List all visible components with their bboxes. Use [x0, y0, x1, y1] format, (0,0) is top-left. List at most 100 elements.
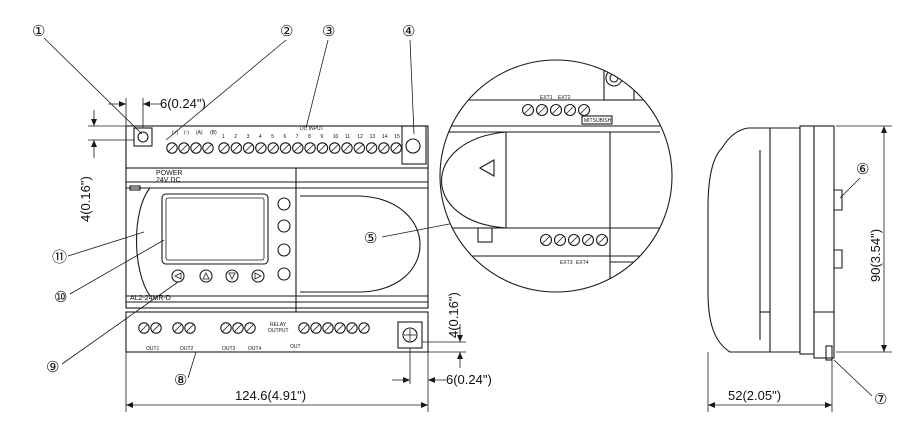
input-number-label: 5 [271, 134, 274, 140]
detail-screw [521, 103, 535, 117]
output-screw [220, 322, 232, 334]
relay-label: RELAY [270, 322, 287, 328]
detail-magnified-view: EXT1 EXT2 MITSUBISHI EXT3 EXT4 [439, 59, 673, 293]
input-number-label: 13 [370, 134, 376, 140]
detail-ext2: EXT2 [558, 95, 571, 101]
input-screw [304, 142, 316, 154]
detail-ext3: EXT3 [560, 260, 573, 266]
input-screw [353, 142, 366, 154]
side-view [707, 125, 843, 361]
esc-button [277, 219, 291, 233]
input-screw [202, 142, 214, 154]
input-screw [341, 142, 353, 154]
input-number-label: 8 [308, 134, 311, 140]
detail-ext4: EXT4 [576, 260, 589, 266]
input-screw [190, 142, 202, 154]
output-screw [150, 322, 162, 334]
callout-7: ⑦ [874, 391, 887, 408]
out3-label: OUT3 [222, 346, 236, 352]
input-number-label: 9 [320, 134, 323, 140]
detail-screw [553, 233, 567, 247]
up-button [199, 269, 213, 283]
detail-screw [581, 233, 595, 247]
callout-10: ⑩ [54, 289, 67, 306]
input-number-label: 1 [222, 134, 225, 140]
input-screw [292, 142, 304, 154]
input-screw [218, 142, 230, 154]
callout-4: ④ [402, 23, 415, 40]
side-body-front [707, 127, 801, 353]
power-sub-label: 24V DC [156, 177, 181, 184]
detail-screw [535, 103, 549, 117]
front-dimensions: 6(0.24") 4(0.16") 124.6(4.91") 4(0.16") … [78, 96, 492, 412]
dim-bottom-right: 6(0.24") [446, 372, 492, 387]
input-screw [316, 142, 329, 154]
output-screw [244, 322, 256, 334]
callout-11: ⑪ [52, 249, 67, 266]
right-cover [300, 195, 421, 293]
output-screw [184, 322, 196, 334]
output-screw [232, 322, 244, 334]
model-label: AL2-24MR-D [130, 295, 171, 302]
input-title: DC INPUT [300, 126, 324, 132]
callout-1: ① [32, 23, 45, 40]
input-number-label: 14 [382, 134, 388, 140]
power-label: POWER [156, 170, 182, 177]
callout-9: ⑨ [46, 359, 59, 376]
minus-button [277, 243, 291, 257]
input-number-label: 12 [357, 134, 363, 140]
callout-6: ⑥ [856, 161, 869, 178]
input-screw-row [166, 142, 402, 154]
plus-button [277, 267, 291, 281]
input-screw [378, 142, 390, 154]
left-cover [136, 187, 151, 297]
mounting-hole-top-left [137, 131, 149, 143]
out2-label: OUT2 [180, 346, 194, 352]
input-screw [166, 142, 178, 154]
output-screw [310, 322, 322, 334]
out-terminal-label: OUT [290, 344, 301, 350]
output-screw [358, 322, 370, 334]
input-screw [279, 142, 292, 154]
detail-screw [595, 233, 609, 247]
terminal-label-a: (A) [196, 130, 203, 136]
callout-5: ⑤ [364, 230, 377, 247]
dim-height-side: 90(3.54") [868, 229, 883, 282]
input-screw [178, 142, 190, 154]
terminal-label-plus: (+) [172, 130, 179, 136]
input-screw [242, 142, 255, 154]
down-button [225, 269, 239, 283]
detail-screw [567, 233, 581, 247]
callouts: ① ② ③ ④ ⑪ ⑩ ⑨ ⑧ ⑤ [32, 23, 471, 389]
mounting-hole-top-right [405, 138, 421, 154]
output-screw [334, 322, 346, 334]
input-number-label: 3 [247, 134, 250, 140]
input-screw [328, 142, 341, 154]
output-screw [346, 322, 358, 334]
side-dimensions: 52(2.05") 90(3.54") ⑥ ⑦ [707, 125, 892, 412]
callout-2: ② [280, 23, 293, 40]
out1-label: OUT1 [146, 346, 160, 352]
dim-left-vertical: 4(0.16") [78, 176, 93, 222]
input-number-label: 15 [394, 134, 400, 140]
input-number-label: 7 [296, 134, 299, 140]
output-screw [172, 322, 184, 334]
detail-brand: MITSUBISHI [584, 118, 613, 124]
detail-bottom-screws [539, 233, 609, 247]
dim-width-front: 124.6(4.91") [235, 388, 306, 403]
input-number-label: 6 [284, 134, 287, 140]
terminal-label-minus: (-) [184, 130, 189, 136]
callout-8: ⑧ [174, 372, 187, 389]
dim-top-offset: 6(0.24") [160, 96, 206, 111]
input-screw [267, 142, 279, 154]
terminal-label-b: (B) [210, 130, 217, 136]
detail-top-screws [521, 103, 591, 117]
output-screw [298, 322, 310, 334]
input-number-label: 4 [259, 134, 262, 140]
input-screw [230, 142, 243, 154]
dim-depth-side: 52(2.05") [728, 388, 781, 403]
input-screw [365, 142, 378, 154]
